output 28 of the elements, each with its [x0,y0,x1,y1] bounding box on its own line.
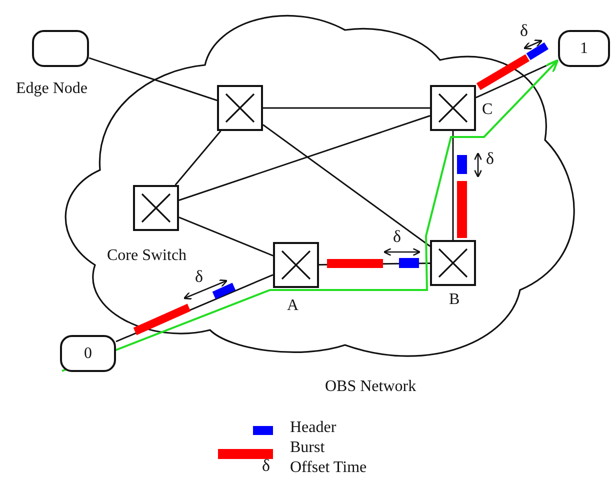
offset-symbol: δ [393,228,402,245]
link-line [262,124,430,247]
link-line [476,60,558,98]
node-label: 1 [580,40,588,56]
legend-symbol: δ [262,457,270,474]
node-label: Core Switch [107,247,187,265]
lightpath-arrow [62,59,559,372]
core-switch-box [217,85,263,131]
link-line [263,107,430,109]
link-line [88,57,218,102]
node-label: 0 [84,346,92,362]
link-line [174,130,222,186]
node-label: B [449,291,460,309]
offset-symbol: δ [486,150,494,167]
edge-node-box [558,30,610,67]
legend-label: Burst [290,440,325,456]
node-label: C [482,101,493,119]
legend-label: Header [290,420,336,436]
offset-symbol: δ [195,268,204,285]
node-label: Edge Node [16,80,88,98]
edge-node-box [60,335,116,372]
legend-label: Offset Time [290,460,367,476]
link-line [178,115,430,201]
node-label: A [287,297,299,315]
link-line [178,216,274,256]
node-label: OBS Network [325,378,416,396]
offset-symbol: δ [520,22,528,39]
link-line [452,131,454,240]
